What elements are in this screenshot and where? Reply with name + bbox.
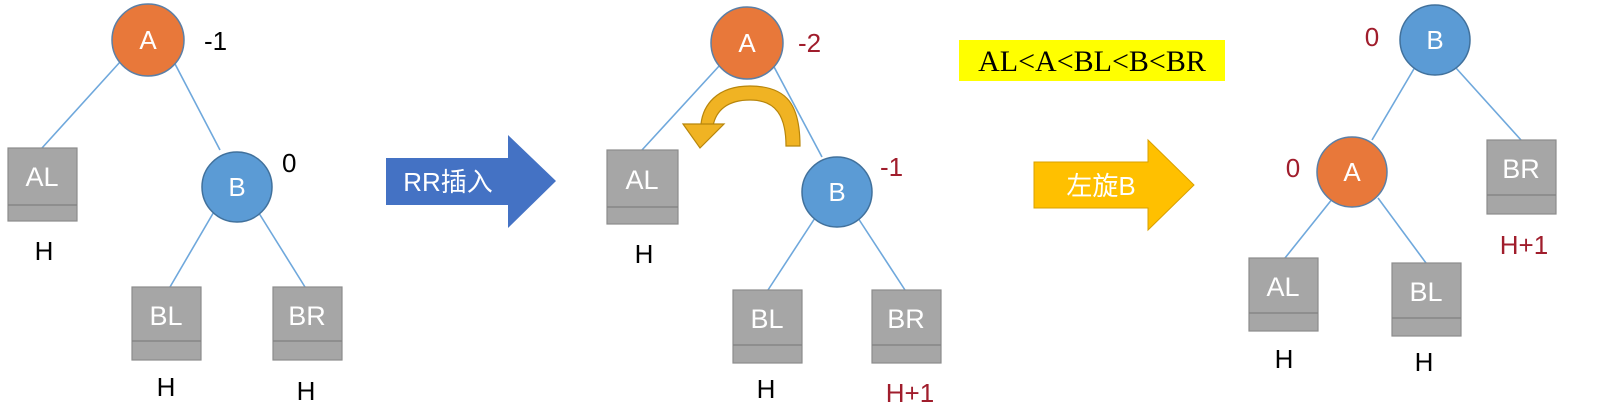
subtree-bl: BL	[732, 289, 803, 364]
rotate-left-arrow: 左旋B	[1033, 138, 1195, 232]
subtree-al-label: AL	[25, 162, 58, 192]
edge-b-bl	[767, 217, 816, 291]
balance-factor-b: 0	[1365, 22, 1379, 52]
node-b-label: B	[828, 177, 845, 207]
subtree-al-label: AL	[625, 165, 658, 195]
edge-a-al	[641, 64, 721, 151]
height-br: H+1	[1500, 230, 1548, 260]
curved-rotate-arrow-icon	[681, 85, 801, 149]
height-bl: H	[757, 374, 776, 404]
subtree-bl-label: BL	[750, 304, 783, 334]
node-a-label: A	[139, 25, 157, 55]
subtree-al: AL	[7, 147, 78, 222]
height-br: H	[297, 376, 316, 406]
rr-insert-label: RR插入	[403, 167, 493, 197]
edge-b-br	[857, 217, 906, 291]
node-a-label: A	[1343, 157, 1361, 187]
edge-a-bl	[1377, 197, 1427, 264]
height-al: H	[1275, 344, 1294, 374]
node-b: B	[801, 156, 873, 228]
subtree-br: BR	[1486, 139, 1557, 215]
node-b: B	[1399, 4, 1471, 76]
subtree-bl-label: BL	[1409, 277, 1442, 307]
edge-b-br	[1455, 67, 1522, 141]
subtree-bl-label: BL	[149, 301, 182, 331]
subtree-br: BR	[871, 289, 942, 364]
edge-a-al	[41, 61, 121, 149]
ordering-label: AL<A<BL<B<BR	[978, 45, 1206, 78]
node-b-label: B	[228, 172, 245, 202]
subtree-br-label: BR	[887, 304, 925, 334]
node-a-label: A	[738, 28, 756, 58]
height-al: H	[635, 239, 654, 269]
subtree-br-label: BR	[288, 301, 326, 331]
height-al: H	[35, 236, 54, 266]
balance-factor-a: -1	[204, 26, 227, 56]
height-bl: H	[1415, 347, 1434, 377]
node-b-label: B	[1426, 25, 1443, 55]
ordering-note: AL<A<BL<B<BR	[959, 40, 1225, 81]
balance-factor-b: 0	[282, 148, 296, 178]
subtree-al: AL	[1248, 257, 1319, 332]
subtree-bl: BL	[1391, 262, 1462, 337]
subtree-bl: BL	[131, 286, 202, 361]
edge-b-bl	[169, 209, 216, 288]
tree-after-insert: A -2 B -1 AL H BL H BR H+1	[606, 6, 942, 408]
rotate-left-label: 左旋B	[1066, 171, 1135, 201]
balance-factor-b: -1	[880, 152, 903, 182]
edge-b-a	[1371, 61, 1419, 141]
right-arrow-icon	[1033, 138, 1195, 232]
node-b: B	[201, 151, 273, 223]
height-br: H+1	[886, 378, 934, 408]
subtree-br-label: BR	[1502, 154, 1540, 184]
edge-a-al	[1284, 197, 1334, 259]
balance-factor-a: -2	[798, 28, 821, 58]
balance-factor-a: 0	[1286, 153, 1300, 183]
tree-after-rotation: B 0 A 0 BR H+1 AL H BL H	[1248, 4, 1557, 377]
node-a: A	[710, 6, 784, 80]
subtree-br: BR	[272, 286, 343, 361]
rr-insert-arrow: RR插入	[386, 135, 556, 228]
subtree-al-label: AL	[1266, 272, 1299, 302]
edge-a-b	[772, 64, 823, 158]
subtree-al: AL	[606, 149, 679, 225]
tree-before-insert: A -1 B 0 AL H BL H BR H	[7, 3, 343, 406]
height-bl: H	[157, 372, 176, 402]
node-a: A	[111, 3, 185, 77]
right-arrow-icon	[386, 135, 556, 228]
edge-a-b	[173, 61, 221, 151]
edge-b-br	[256, 209, 306, 288]
node-a: A	[1316, 136, 1388, 208]
